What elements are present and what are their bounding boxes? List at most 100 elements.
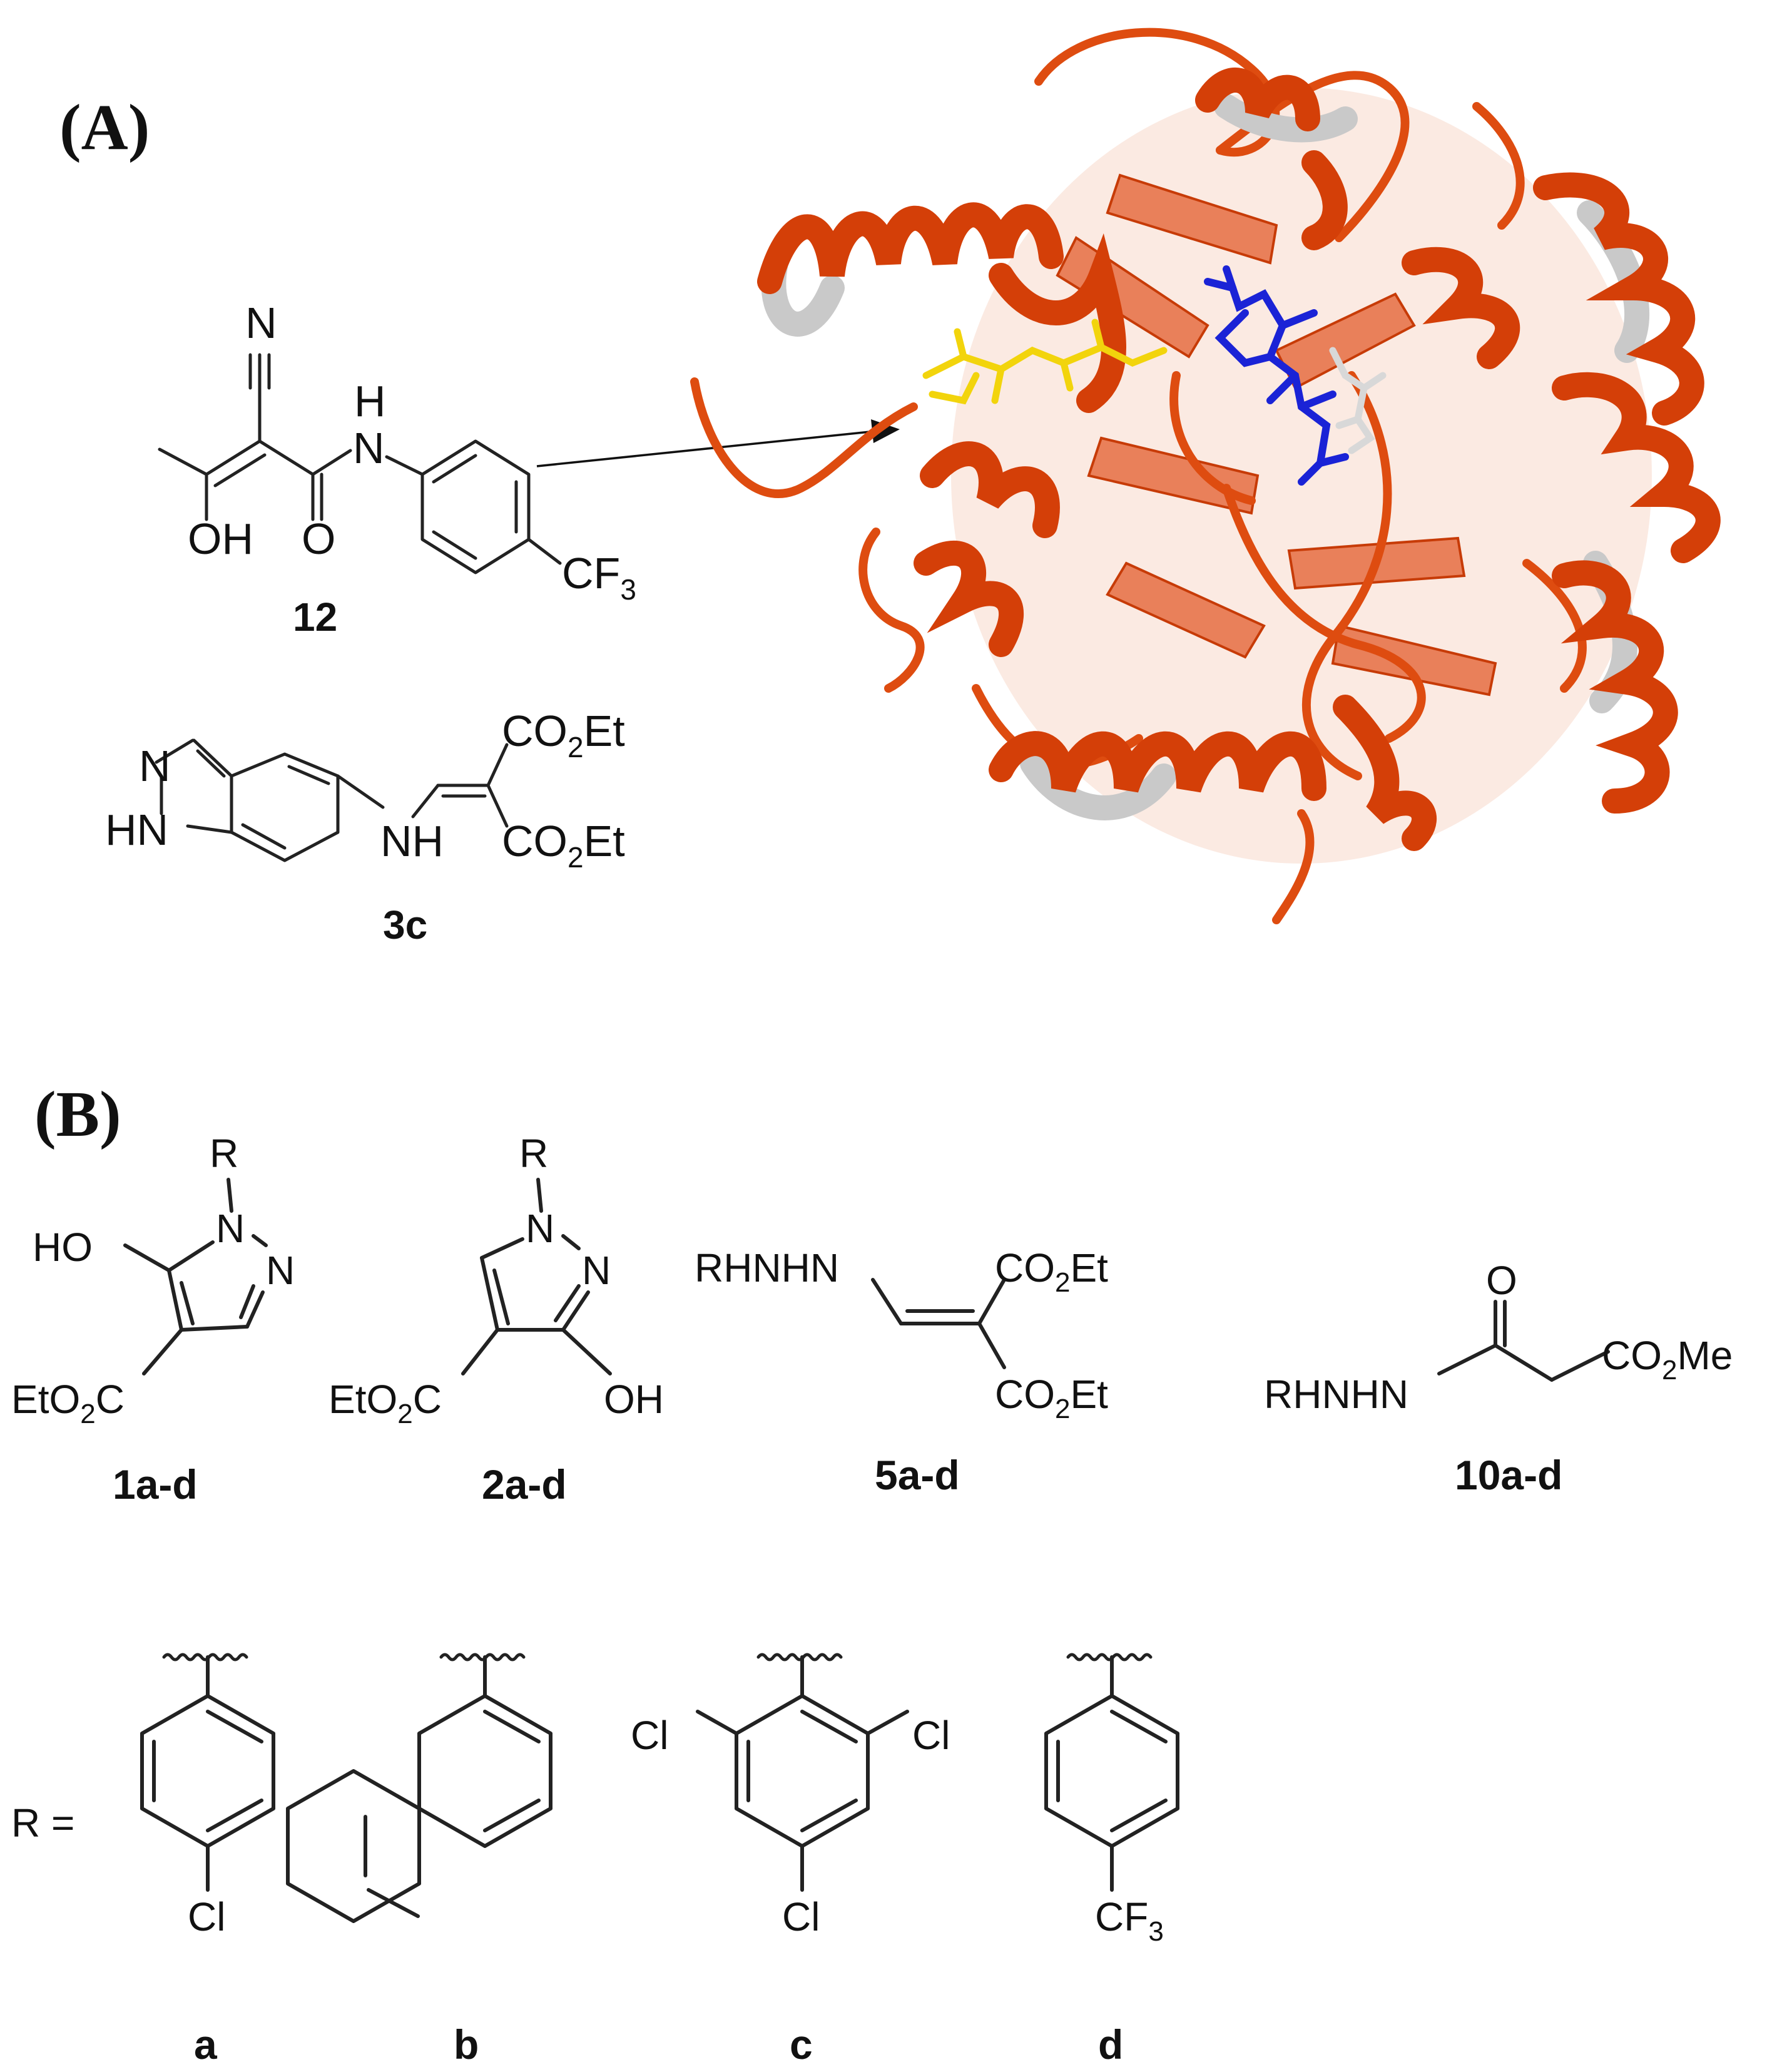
ring-a-inner-1 [206,1710,263,1743]
bond-methyl [158,447,208,476]
bond-2-c4-ester [461,1328,499,1375]
substituent-id-b: b [454,2021,479,2068]
wavy-bond-b [439,1653,526,1661]
ring-b-inner-1 [483,1710,541,1743]
bond-ring-nh [336,774,385,809]
atom-amide-n: N [353,424,385,472]
atom-2-n1: N [526,1206,554,1251]
ring-c-inner-1 [800,1710,858,1743]
bond-2-c5-c4-dbl [492,1268,510,1325]
bond-c-cl-left [696,1710,738,1735]
indazole-n1-c7a [186,824,233,834]
atom-1-r: R [210,1131,238,1176]
ligand-blue [1204,265,1349,486]
binding-arrow [536,431,870,467]
ring-b-inner-2 [483,1799,541,1832]
ring-d-inner-1 [1110,1710,1168,1743]
atom-1-ester: EtO2C [11,1377,125,1429]
ring-b-inner-6 [367,1888,420,1918]
substituent-b-structure [286,1653,552,1923]
bond-10-ch2-2 [1550,1350,1610,1382]
atom-3c-n: N [139,742,171,790]
compound-id-12: 12 [293,595,337,640]
aryl-inner-1 [432,454,477,484]
compound-id-5: 5a-d [875,1452,960,1498]
atom-2-n2: N [582,1248,611,1293]
loop-right-1 [1522,559,1587,693]
atom-1-n1: N [216,1206,245,1251]
atom-a-cl: Cl [188,1894,225,1939]
compound-3c-structure [155,738,509,862]
compound-10-structure [1437,1300,1610,1382]
ring-b-1 [417,1694,552,1848]
bond-10-ch2-1 [1494,1344,1554,1382]
bond-2-n1-n2 [561,1234,581,1250]
atom-10-o: O [1486,1258,1517,1303]
helix-left-lower [914,441,1060,657]
substituent-a-structure [140,1653,275,1892]
ring-c-inner-2 [800,1799,858,1832]
atom-2-oh: OH [604,1377,664,1422]
aryl-ring-12 [420,439,531,574]
bond-5-ester-top [977,1278,1006,1325]
compound-id-3c: 3c [383,902,427,947]
wavy-bond-d [1066,1653,1153,1661]
helix-bottom [989,695,1437,851]
indazole-benzo [230,752,340,862]
atom-3c-ester-bot: CO2Et [502,817,625,874]
atom-3c-hn: HN [105,805,168,854]
compound-id-2: 2a-d [482,1461,567,1508]
bond-alkene-1 [205,439,262,476]
loop-center-2 [1222,484,1426,743]
indazole-n-c [155,738,195,764]
bond-2-r-n [536,1178,543,1213]
bond-alkene-2 [213,453,267,487]
loop-bottom-1 [1272,809,1315,924]
beta-strand-6 [1106,561,1266,659]
substituent-id-c: c [790,2021,813,2068]
substituent-id-a: a [194,2021,218,2068]
atom-10-ester: CO2Me [1602,1333,1733,1386]
loop-left-1 [858,528,925,693]
bond-1-n2-c3-dbl [239,1284,255,1319]
helix-right [1533,172,1721,814]
helix-center-right [1402,247,1520,369]
ring-c [735,1694,870,1848]
loop-center-1 [1301,371,1392,780]
compound-id-1: 1a-d [113,1461,198,1508]
compound-1-structure [123,1178,268,1375]
atom-c-cl-right: Cl [912,1713,950,1758]
ring-a-inner-2 [206,1799,263,1832]
aryl-inner-3 [432,530,477,560]
bond-2-n1-c5 [480,1237,524,1260]
bond-1-c5-c4-dbl [180,1281,195,1325]
bond-5-nh-ch [871,1278,903,1325]
bond-c-n [311,449,352,476]
compound-5-structure [871,1278,1006,1369]
atom-c-cl-para: Cl [782,1894,820,1939]
bond-c-cl-right [866,1710,909,1735]
bond-5-ester-bot [977,1322,1006,1369]
bond-1-n2-c3 [245,1290,265,1329]
wavy-bond-c [756,1653,843,1661]
protein-ribbon-structure [690,28,1721,924]
ligand-white [1329,347,1387,454]
bond-1-c3-c4 [180,1325,249,1332]
r-definition-label: R = [11,1800,74,1845]
benzo-inner-2 [241,823,287,850]
helix-top [1195,68,1358,250]
atom-carbonyl-o: O [302,514,335,563]
atom-nitrile-n: N [245,299,277,347]
bond-1-n1-n2 [252,1234,268,1247]
atom-2-ester: EtO2C [328,1377,442,1429]
loop-top-1 [1034,28,1280,157]
wavy-bond-a [162,1653,248,1661]
compound-12-structure [158,353,562,574]
bond-2-n2-c3 [561,1290,590,1332]
substituent-id-d: d [1098,2021,1123,2068]
atom-10-hydrazine: RHNHN [1264,1372,1408,1417]
bond-1-c4-ester [142,1328,183,1375]
bond-1-n1-c5 [167,1240,215,1272]
atom-hydroxyl: OH [188,514,253,563]
loop-top-right [1472,102,1525,230]
